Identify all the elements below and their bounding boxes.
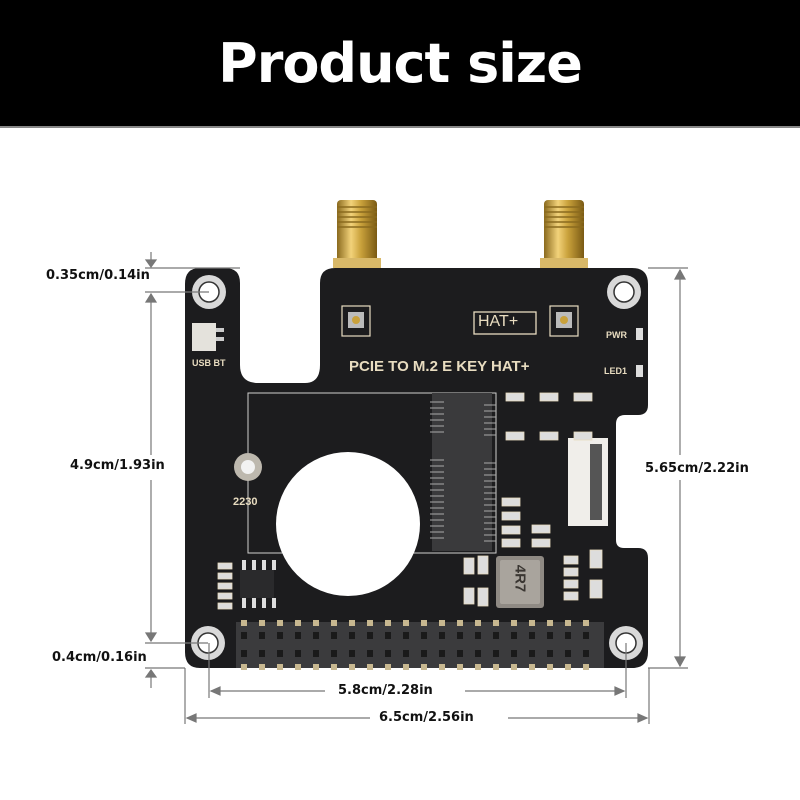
m2-e-key-slot bbox=[430, 393, 496, 551]
ufl-connector-right bbox=[549, 305, 579, 337]
dimension-top-hole-offset: 0.35cm/0.14in bbox=[46, 268, 150, 283]
pwr-led bbox=[636, 328, 643, 340]
led1 bbox=[636, 365, 643, 377]
pwr-label: PWR bbox=[606, 330, 627, 340]
ic-chip bbox=[240, 560, 276, 608]
board-name-label: PCIE TO M.2 E KEY HAT+ bbox=[349, 358, 530, 375]
dimension-left-height: 4.9cm/1.93in bbox=[70, 458, 165, 473]
mount-2230-label: 2230 bbox=[233, 496, 258, 508]
usb-bt-label: USB BT bbox=[192, 358, 226, 368]
led1-label: LED1 bbox=[604, 366, 628, 376]
standoff-2230 bbox=[234, 453, 262, 481]
title-banner: Product size bbox=[0, 0, 800, 128]
mounting-hole-top-right bbox=[607, 275, 641, 309]
hat-badge-frame bbox=[473, 311, 537, 335]
dimension-total-height: 5.65cm/2.22in bbox=[645, 461, 749, 476]
dimension-hole-spacing-width: 5.8cm/2.28in bbox=[338, 683, 433, 698]
hat-badge: HAT+ bbox=[478, 313, 519, 330]
usb-bt-connector bbox=[192, 323, 224, 351]
ufl-connector-left bbox=[341, 305, 371, 337]
gpio-header-40pin bbox=[236, 620, 604, 670]
inductor-marking: 4R7 bbox=[511, 564, 529, 593]
inductor-4r7 bbox=[496, 556, 544, 608]
dimension-bottom-hole-offset: 0.4cm/0.16in bbox=[52, 650, 147, 665]
fpc-connector bbox=[568, 438, 608, 526]
dimension-total-width: 6.5cm/2.56in bbox=[379, 710, 474, 725]
page-title: Product size bbox=[218, 31, 583, 95]
board-cutout bbox=[276, 452, 420, 596]
